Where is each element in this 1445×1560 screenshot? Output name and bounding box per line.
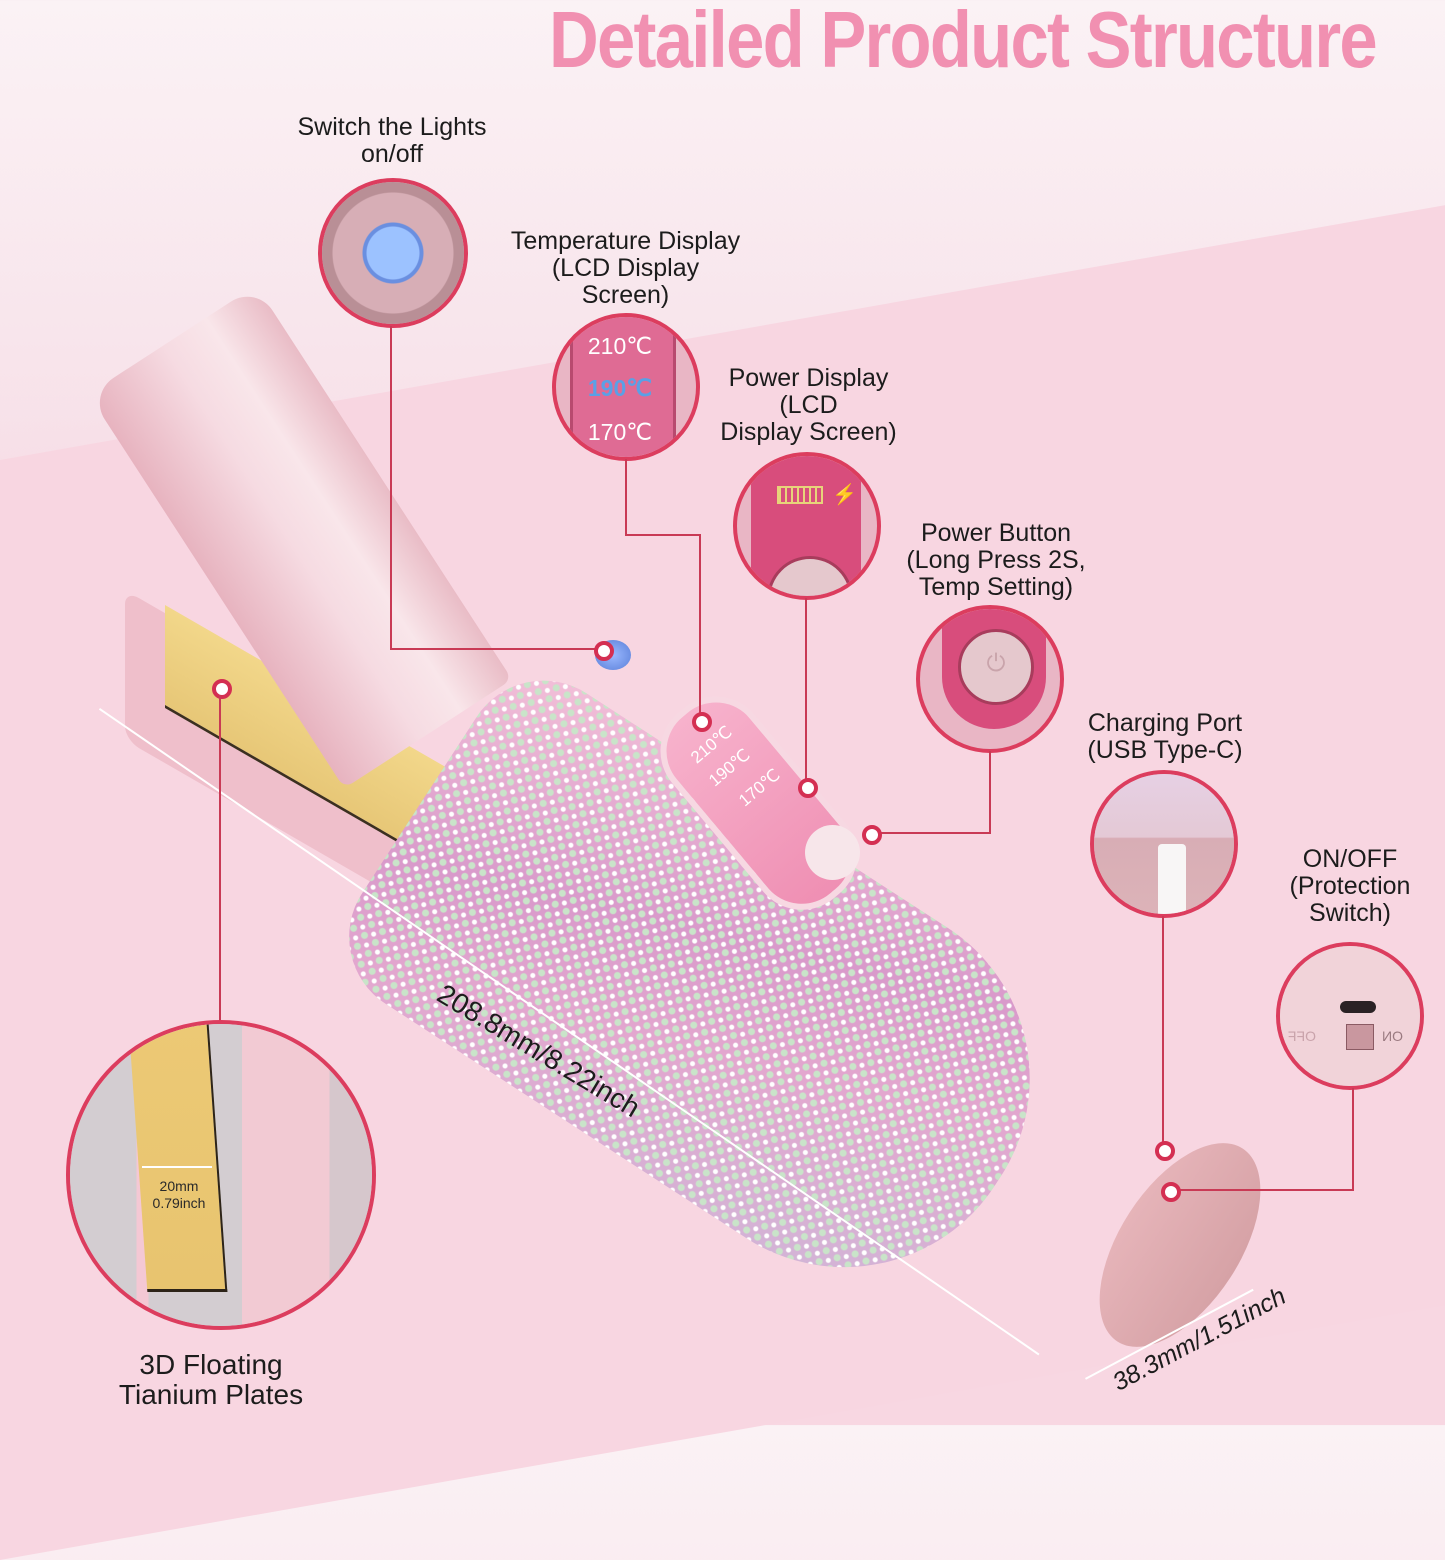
battery-charging-icon [777, 486, 823, 504]
plate-width-line [142, 1166, 212, 1168]
temperature-label: Temperature Display (LCD Display Screen) [510, 227, 741, 309]
charging-port-zoom-circle [1090, 770, 1238, 918]
temperature-connector-v1 [625, 459, 627, 535]
temperature-marker [692, 712, 712, 732]
switch-off-text: OFF [1288, 1028, 1316, 1044]
protection-switch-connector-v [1352, 1088, 1354, 1191]
protection-switch-marker [1161, 1182, 1181, 1202]
crystal-light-button-icon [322, 182, 464, 324]
charging-port-label: Charging Port (USB Type-C) [1087, 709, 1243, 764]
temperature-zoom-circle: 210℃ 190℃ 170℃ [552, 313, 700, 461]
power-button-zoom-circle: ⏻ [916, 605, 1064, 753]
switch-closeup [1280, 946, 1420, 1086]
panel-power-button[interactable] [805, 825, 860, 880]
slide-switch [1346, 1024, 1374, 1050]
power-button-connector-v [989, 751, 991, 834]
power-button-marker [862, 825, 882, 845]
plate-marker [212, 679, 232, 699]
lights-connector [390, 326, 392, 650]
usb-c-port-icon [1340, 1001, 1376, 1013]
usb-c-cable-icon [1158, 844, 1186, 914]
power-button-label: Power Button (Long Press 2S, Temp Settin… [906, 519, 1086, 601]
lcd-temp-190-active: 190℃ [587, 375, 653, 401]
power-button-connector-h [870, 832, 991, 834]
plates-label: 3D Floating Tianium Plates [118, 1349, 304, 1410]
power-display-marker [798, 778, 818, 798]
power-button-zoomed: ⏻ [958, 629, 1034, 705]
charging-port-connector [1162, 916, 1164, 1146]
lcd-temp-210: 210℃ [587, 333, 653, 359]
lights-label: Switch the Lights on/off [297, 113, 487, 168]
power-display-zoom-circle: ⚡ [733, 452, 881, 600]
plate-width-label: 20mm 0.79inch [152, 1178, 206, 1211]
protection-switch-label: ON/OFF (Protection Switch) [1289, 845, 1411, 927]
switch-on-text: ON [1382, 1028, 1403, 1044]
temperature-connector-h [625, 534, 701, 536]
page-title: Detailed Product Structure [549, 0, 1378, 84]
plate-zoom-circle: 20mm 0.79inch [66, 1020, 376, 1330]
lights-connector-h [390, 648, 602, 650]
charging-port-marker [1155, 1141, 1175, 1161]
lights-zoom-circle [318, 178, 468, 328]
power-display-connector [805, 598, 807, 784]
protection-switch-zoom-circle: OFF ON [1276, 942, 1424, 1090]
lights-marker [594, 641, 614, 661]
temperature-connector-v2 [699, 534, 701, 718]
plate-connector [219, 695, 221, 1025]
lcd-temp-170: 170℃ [587, 419, 653, 445]
power-display-label: Power Display (LCD Display Screen) [720, 364, 897, 446]
lcd-screen [570, 317, 676, 457]
lightning-icon: ⚡ [832, 484, 857, 506]
protection-switch-connector-h [1172, 1189, 1354, 1191]
power-icon: ⏻ [986, 650, 1006, 677]
